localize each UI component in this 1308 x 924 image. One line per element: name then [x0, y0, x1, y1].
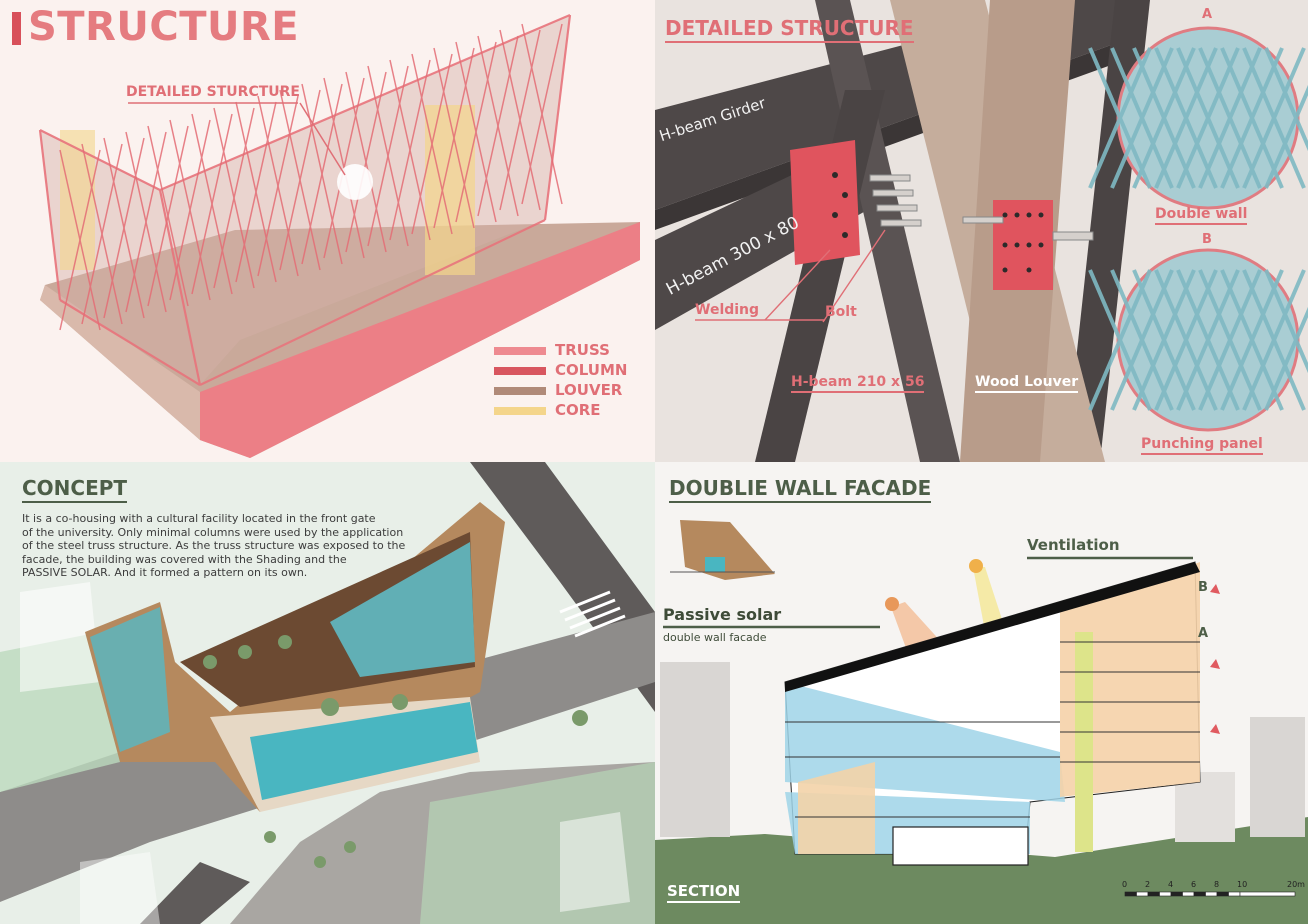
structure-panel: STRUCTURE DETAILED STURCTURE TRUSS COLUM… [0, 0, 655, 462]
facade-section-panel: DOUBLIE WALL FACADE Ventilation Passive … [655, 462, 1308, 924]
double-wall-facade-sublabel: double wall facade [663, 631, 767, 644]
section-illustration [655, 520, 1308, 924]
passive-solar-label: Passive solar [663, 605, 782, 624]
bolt-label: Bolt [825, 304, 857, 320]
scale-tick-label: 20m [1287, 880, 1305, 889]
scale-tick-label: 2 [1145, 880, 1151, 889]
structure-title: STRUCTURE [28, 4, 300, 50]
detailed-structure-panel: DETAILED STRUCTURE H-beam Girder H-beam … [655, 0, 1308, 462]
title-bar [12, 12, 21, 45]
structure-axonometric-illustration [38, 13, 640, 458]
legend-label-core: CORE [555, 401, 601, 419]
scale-tick-label: 6 [1191, 880, 1197, 889]
legend-swatch-core [494, 407, 546, 415]
facade-title: DOUBLIE WALL FACADE [669, 476, 932, 503]
scale-tick-label: 8 [1214, 880, 1220, 889]
detailed-structure-title: DETAILED STRUCTURE [665, 16, 914, 43]
scale-tick-label: 10 [1237, 880, 1248, 889]
legend-label-column: COLUMN [555, 361, 628, 379]
joint-detail-illustration [655, 0, 1308, 462]
welding-label: Welding [695, 302, 760, 318]
h-beam-210-label: H-beam 210 x 56 [791, 374, 925, 393]
ventilation-label: Ventilation [1027, 536, 1120, 554]
legend-label-truss: TRUSS [555, 341, 610, 359]
section-marker-a: A [1198, 626, 1209, 641]
scale-tick-label: 0 [1122, 880, 1128, 889]
legend-swatch-column [494, 367, 546, 375]
concept-aerial-illustration [0, 462, 655, 924]
detail-marker-a: A [1202, 7, 1213, 22]
scale-tick-label: 4 [1168, 880, 1174, 889]
concept-line-2: of the university. Only minimal columns … [22, 525, 404, 539]
section-label: SECTION [667, 882, 741, 903]
concept-panel: CONCEPT It is a co-housing with a cultur… [0, 462, 655, 924]
detail-marker-b: B [1202, 232, 1212, 247]
punching-panel-label: Punching panel [1141, 436, 1263, 455]
legend-label-louver: LOUVER [555, 381, 623, 399]
detailed-structure-callout: DETAILED STURCTURE [126, 84, 300, 100]
concept-line-4: facade, the building was covered with th… [22, 552, 347, 566]
double-wall-label: Double wall [1155, 206, 1248, 225]
legend-swatch-louver [494, 387, 546, 395]
concept-line-3: of the steel truss structure. As the tru… [22, 539, 406, 552]
concept-title: CONCEPT [22, 476, 128, 503]
legend-swatch-truss [494, 347, 546, 355]
concept-line-5: PASSIVE SOLAR. And it formed a pattern o… [22, 566, 308, 579]
wood-louver-label: Wood Louver [975, 374, 1079, 393]
section-marker-b: B [1198, 580, 1208, 595]
concept-line-1: It is a co-housing with a cultural facil… [22, 512, 376, 525]
